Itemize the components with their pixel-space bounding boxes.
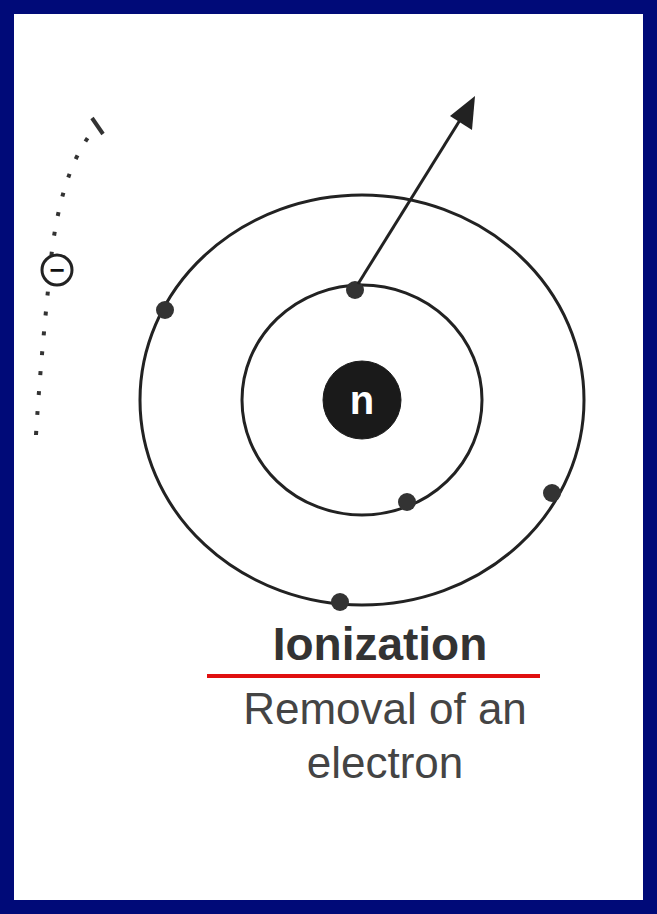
node-text: n bbox=[322, 360, 402, 440]
title-text: Ionization bbox=[200, 618, 560, 670]
caption-text: Removal of an electron bbox=[225, 682, 545, 790]
nucleus-circle: n bbox=[322, 360, 402, 440]
incoming-electron: − bbox=[39, 252, 75, 288]
node-text: − bbox=[39, 252, 75, 288]
